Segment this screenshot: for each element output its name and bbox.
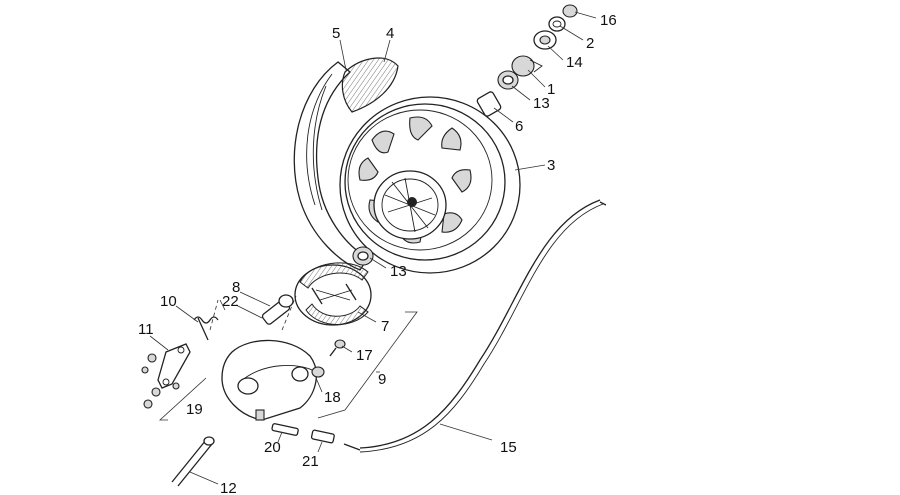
brake-cam-part — [261, 294, 294, 325]
callout-7: 7 — [381, 318, 389, 335]
bearing-lower-part — [352, 246, 374, 266]
callout-14: 14 — [566, 54, 583, 71]
callout-16: 16 — [600, 12, 617, 29]
small-fasteners — [141, 353, 180, 409]
axle-nut-part — [548, 16, 566, 32]
callout-18: 18 — [324, 389, 341, 406]
callout-22: 22 — [222, 293, 239, 310]
callout-10: 10 — [160, 293, 177, 310]
mesh-cover-part — [341, 57, 399, 113]
nut-18-part — [311, 366, 325, 378]
callout-17: 17 — [356, 347, 373, 364]
callout-1: 1 — [547, 81, 555, 98]
brake-lever-part — [157, 343, 191, 389]
bolt-17-part — [329, 339, 346, 357]
callout-labels: 1 2 3 4 5 6 7 8 9 10 11 12 13 13 14 15 1… — [138, 12, 617, 495]
bearing-upper-part — [497, 70, 519, 90]
spring-part — [193, 316, 219, 341]
leader-lines — [149, 11, 597, 485]
stud-21-part — [310, 429, 335, 444]
callout-11: 11 — [138, 321, 154, 338]
callout-15: 15 — [500, 439, 517, 456]
callout-21: 21 — [302, 453, 319, 470]
callout-8: 8 — [232, 279, 240, 296]
callout-19: 19 — [186, 401, 203, 418]
spacer-part — [476, 91, 502, 117]
callout-13-upper: 13 — [533, 95, 550, 112]
axle-bolt-part — [171, 436, 215, 487]
washer-part — [533, 30, 557, 50]
callout-13-lower: 13 — [390, 263, 407, 280]
callout-3: 3 — [547, 157, 555, 174]
callout-5: 5 — [332, 25, 340, 42]
wheel-rim-part — [339, 96, 521, 274]
callout-12: 12 — [220, 480, 237, 495]
callout-6: 6 — [515, 118, 523, 135]
callout-4: 4 — [386, 25, 394, 42]
callout-2: 2 — [586, 35, 594, 52]
brake-cable-part — [343, 199, 607, 453]
group-brackets — [158, 295, 418, 421]
brake-shoes-part — [294, 262, 372, 326]
callout-20: 20 — [264, 439, 281, 456]
cap-part — [562, 4, 578, 18]
brake-plate-part — [221, 339, 317, 421]
speedo-drive-part — [511, 55, 543, 77]
callout-9: 9 — [378, 371, 386, 388]
stud-20-part — [271, 423, 299, 436]
